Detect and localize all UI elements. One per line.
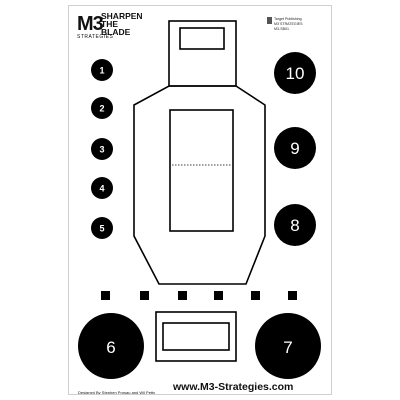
square-mark-6 (288, 291, 297, 300)
small-target-label: 1 (99, 66, 104, 76)
large-target-label: 8 (290, 216, 299, 235)
publisher-line-2: M3 STRATEGIES (274, 22, 303, 26)
slogan-line-3: BLADE (101, 27, 131, 37)
small-target-label: 4 (99, 184, 104, 194)
small-target-label: 2 (99, 104, 104, 114)
publisher-line-3: M3-SB01 (274, 27, 289, 31)
large-target-label: 6 (106, 338, 115, 357)
small-target-3: 3 (91, 138, 113, 160)
large-target-8: 8 (274, 204, 316, 246)
small-target-4: 4 (91, 177, 113, 199)
small-target-label: 5 (99, 224, 104, 234)
head-box (179, 27, 225, 50)
silhouette-torso (133, 85, 266, 285)
bottom-box (155, 311, 237, 362)
square-mark-4 (214, 291, 223, 300)
large-target-label: 10 (286, 64, 305, 83)
small-target-2: 2 (91, 97, 113, 119)
large-target-10: 10 (274, 52, 316, 94)
slogan-line-1: SHARPEN (101, 11, 143, 21)
square-mark-3 (178, 291, 187, 300)
square-mark-5 (251, 291, 260, 300)
large-target-label: 7 (283, 338, 292, 357)
large-target-7: 7 (255, 313, 321, 379)
website-link[interactable]: www.M3-Strategies.com (173, 381, 294, 393)
logo-subtext: STRATEGIES (77, 34, 114, 40)
publisher-line-1: Target Publishing (274, 17, 302, 21)
target-sheet: M3 STRATEGIES SHARPEN THE BLADE Target P… (68, 5, 332, 395)
slogan: SHARPEN THE BLADE (101, 11, 143, 37)
silhouette-head (168, 20, 237, 87)
logo-mark: M3 (77, 13, 104, 35)
center-box (169, 109, 234, 232)
large-target-label: 9 (290, 139, 299, 158)
publisher-block: Target Publishing M3 STRATEGIES M3-SB01 (274, 17, 303, 32)
bottom-inner-box (162, 322, 230, 351)
large-target-9: 9 (274, 127, 316, 169)
target-drawing: 1 2 3 4 5 10 9 8 (78, 20, 321, 379)
large-target-6: 6 (78, 313, 144, 379)
square-mark-1 (101, 291, 110, 300)
brand-logo: M3 STRATEGIES (77, 13, 177, 43)
publisher-icon (267, 17, 272, 24)
designer-credit: Designed By Stephen Prosau and Wil Petty (78, 390, 156, 395)
small-target-1: 1 (91, 59, 113, 81)
small-target-5: 5 (91, 217, 113, 239)
square-mark-2 (140, 291, 149, 300)
slogan-line-2: THE (101, 19, 118, 29)
small-target-label: 3 (99, 145, 104, 155)
